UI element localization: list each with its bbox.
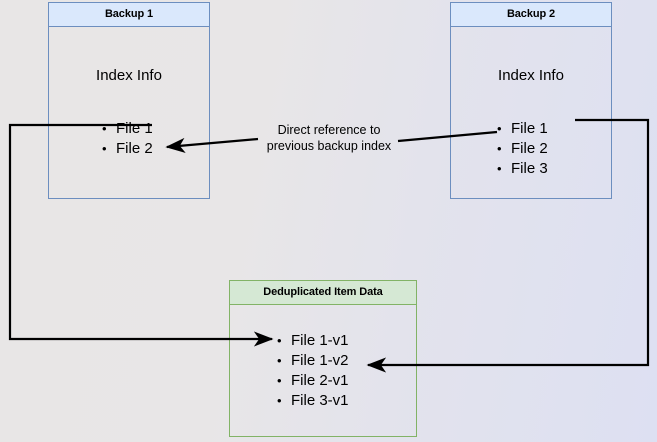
list-item: File 3-v1 — [275, 391, 349, 411]
list-item: File 1-v2 — [275, 351, 349, 371]
node-backup-2-body: Index Info File 1 File 2 File 3 — [451, 27, 611, 199]
direct-reference-caption-line-1: Direct reference to — [277, 123, 381, 137]
backup-2-file-list: File 1 File 2 File 3 — [495, 119, 548, 179]
list-item: File 1 — [100, 119, 153, 139]
backup-1-file-list: File 1 File 2 — [100, 119, 153, 159]
node-dedup-body: File 1-v1 File 1-v2 File 2-v1 File 3-v1 — [230, 305, 416, 437]
backup-1-index-info-label: Index Info — [96, 67, 162, 84]
direct-reference-caption-line-2: previous backup index — [266, 139, 392, 153]
backup-2-index-info-label: Index Info — [498, 67, 564, 84]
dedup-file-list: File 1-v1 File 1-v2 File 2-v1 File 3-v1 — [275, 331, 349, 411]
node-backup-2[interactable]: Backup 2 Index Info File 1 File 2 File 3 — [450, 2, 612, 199]
node-backup-2-title: Backup 2 — [451, 3, 611, 27]
direct-reference-caption: Direct reference to previous backup inde… — [249, 122, 409, 154]
list-item: File 3 — [495, 159, 548, 179]
list-item: File 1-v1 — [275, 331, 349, 351]
node-dedup-title: Deduplicated Item Data — [230, 281, 416, 305]
list-item: File 2 — [100, 139, 153, 159]
node-backup-1[interactable]: Backup 1 Index Info File 1 File 2 — [48, 2, 210, 199]
node-backup-1-title: Backup 1 — [49, 3, 209, 27]
node-backup-1-body: Index Info File 1 File 2 — [49, 27, 209, 199]
list-item: File 1 — [495, 119, 548, 139]
list-item: File 2-v1 — [275, 371, 349, 391]
node-deduplicated-item-data[interactable]: Deduplicated Item Data File 1-v1 File 1-… — [229, 280, 417, 437]
list-item: File 2 — [495, 139, 548, 159]
